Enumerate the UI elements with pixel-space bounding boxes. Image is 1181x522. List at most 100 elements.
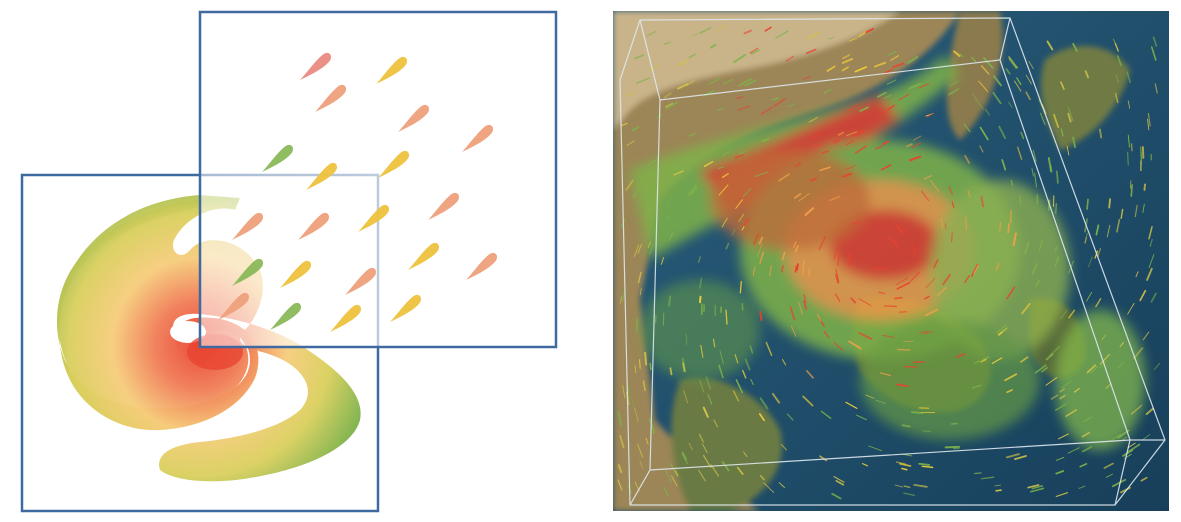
- flow-particle: [980, 476, 995, 480]
- flow-particle: [1020, 356, 1029, 363]
- flow-particle: [1142, 203, 1145, 213]
- flow-particle: [1101, 334, 1107, 341]
- flow-particle: [933, 259, 939, 269]
- flow-particle: [633, 54, 645, 60]
- flow-particle: [1079, 463, 1088, 468]
- flow-particle: [1021, 302, 1031, 315]
- flow-particle: [1139, 289, 1147, 302]
- flow-particle: [991, 357, 1003, 364]
- flow-particle: [1146, 267, 1153, 281]
- flow-particle: [865, 28, 874, 34]
- flow-particle: [1060, 309, 1068, 320]
- flow-particle: [1126, 71, 1131, 84]
- teardrop-arrow: [428, 192, 459, 220]
- flow-particle: [642, 380, 646, 392]
- flow-particle: [899, 462, 912, 467]
- flow-particle: [809, 177, 818, 182]
- flow-particle: [923, 331, 934, 335]
- flow-particle: [811, 131, 823, 139]
- flow-particle: [1097, 247, 1102, 258]
- flow-particle: [848, 340, 862, 350]
- flow-particle: [918, 462, 931, 466]
- flow-particle: [700, 26, 712, 34]
- flow-particle: [637, 443, 644, 458]
- flow-particle: [944, 445, 961, 449]
- flow-particle: [735, 379, 744, 394]
- flow-particle: [1048, 345, 1061, 357]
- flow-particle: [850, 297, 857, 304]
- flow-particle: [1001, 159, 1007, 171]
- flow-particle: [688, 442, 693, 451]
- flow-particle: [1068, 309, 1076, 319]
- flow-particle: [739, 281, 742, 294]
- flow-particle: [685, 333, 688, 346]
- flow-particle: [1067, 447, 1080, 454]
- flow-particle: [833, 247, 838, 261]
- flow-particle: [1153, 362, 1161, 370]
- flow-particle: [634, 407, 639, 422]
- flow-particle: [912, 361, 925, 363]
- flow-particle: [722, 78, 734, 85]
- flow-particle: [892, 62, 905, 68]
- flow-particle: [819, 455, 828, 462]
- flow-particle: [1095, 297, 1102, 308]
- flow-particle: [1134, 204, 1138, 218]
- flow-particle: [624, 91, 636, 97]
- flow-particle: [880, 164, 892, 171]
- flow-particle: [974, 98, 984, 110]
- flow-particle: [918, 330, 929, 334]
- flow-particle: [806, 370, 814, 379]
- flow-particle: [665, 470, 673, 483]
- flow-particle: [974, 360, 981, 364]
- flow-particle: [738, 78, 752, 87]
- flow-particle: [1109, 433, 1122, 442]
- flow-particle: [1148, 226, 1153, 240]
- flow-particle: [995, 489, 1002, 492]
- flow-particles: [617, 24, 1161, 500]
- flow-particle: [644, 206, 652, 219]
- flow-particle: [922, 430, 931, 433]
- flow-particle: [1154, 83, 1158, 94]
- flow-particle: [884, 305, 898, 307]
- flow-particle: [1032, 149, 1037, 163]
- flow-particle: [721, 172, 729, 179]
- flow-particle: [1130, 404, 1143, 415]
- flow-particle: [639, 288, 642, 296]
- flow-particle: [994, 484, 1002, 487]
- flow-particle: [1055, 470, 1065, 475]
- flow-particle: [873, 61, 887, 68]
- flow-particle: [951, 200, 955, 209]
- flow-particle: [670, 463, 677, 476]
- flow-particle: [1150, 46, 1157, 61]
- flow-particle: [681, 451, 688, 461]
- flow-particle: [896, 383, 909, 387]
- flow-particle: [1083, 416, 1092, 423]
- flow-particle: [877, 91, 887, 98]
- flow-particle: [666, 196, 673, 206]
- flow-particle: [923, 295, 930, 300]
- flow-particle: [816, 313, 822, 322]
- flow-particle: [1055, 403, 1067, 411]
- flow-particle: [1105, 473, 1114, 478]
- teardrop-arrow: [358, 204, 389, 232]
- flow-particle: [737, 105, 751, 111]
- flow-particle: [725, 309, 728, 325]
- flow-particle: [619, 296, 623, 304]
- flow-particle: [835, 273, 839, 284]
- flow-particle: [1084, 232, 1088, 243]
- flow-particle: [1114, 92, 1119, 104]
- flow-particle: [1005, 68, 1011, 75]
- flow-particle: [921, 465, 934, 469]
- teardrop-arrow: [280, 260, 311, 288]
- flow-particle: [974, 472, 982, 475]
- flow-particle: [854, 145, 868, 154]
- flow-particle: [896, 348, 911, 351]
- flow-particle: [702, 406, 709, 418]
- flow-particle: [851, 220, 860, 225]
- flow-particle: [906, 143, 913, 148]
- flow-particle: [1025, 91, 1031, 101]
- flow-particle: [634, 365, 637, 374]
- flow-particle: [821, 150, 830, 154]
